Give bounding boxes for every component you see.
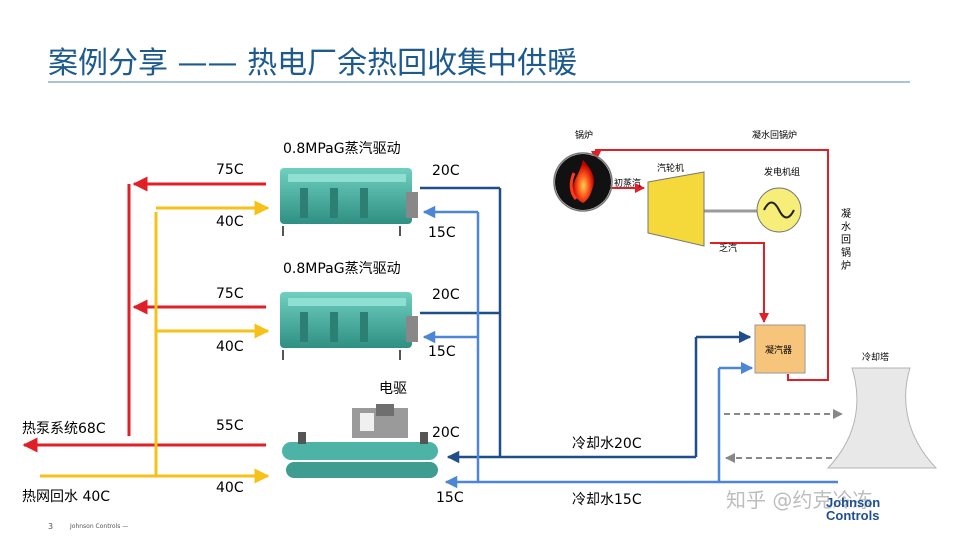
page-title: 案例分享 —— 热电厂余热回收集中供暖	[48, 46, 578, 81]
return-lines	[40, 200, 270, 484]
footer-company: Johnson Controls —	[70, 523, 129, 530]
unit2-outlet-temp: 75C	[216, 286, 244, 302]
condenser-label: 凝汽器	[765, 346, 793, 356]
unit2-cooling-in-temp: 15C	[428, 344, 456, 360]
unit3-cooling-out-temp: 20C	[432, 425, 460, 441]
initial-steam-label: 初蒸汽	[614, 179, 642, 189]
absorption-unit-2	[280, 292, 418, 360]
boiler-icon	[553, 152, 613, 212]
steam-unit-1-label: 0.8MPaG蒸汽驱动	[283, 141, 401, 157]
turbine-icon	[647, 171, 705, 247]
unit1-inlet-temp: 40C	[216, 214, 244, 230]
cooling-return-lines	[420, 186, 752, 464]
condensate-return-side-label: 凝水回锅炉	[841, 209, 851, 272]
electric-unit-label: 电驱	[379, 381, 407, 397]
unit1-cooling-out-temp: 20C	[432, 163, 460, 179]
generator-label: 发电机组	[764, 168, 801, 178]
exhaust-steam-label: 乏汽	[719, 244, 738, 254]
condenser-box	[754, 324, 806, 374]
generator-icon	[756, 187, 802, 233]
condensate-return-top-label: 凝水回锅炉	[752, 131, 798, 141]
unit3-outlet-temp: 55C	[216, 418, 244, 434]
heat-pump-supply-label: 热泵系统68C	[22, 421, 106, 437]
boiler-label: 锅炉	[575, 131, 594, 141]
page-number: 3	[48, 522, 54, 531]
watermark: 知乎 @约克冷冻	[726, 488, 873, 512]
unit2-cooling-out-temp: 20C	[432, 287, 460, 303]
johnson-controls-logo: Johnson Controls	[826, 496, 880, 522]
logo-line-1: Johnson	[826, 495, 881, 510]
logo-line-2: Controls	[826, 508, 880, 523]
tower-dashed-lines	[724, 409, 843, 463]
unit2-inlet-temp: 40C	[216, 339, 244, 355]
title-divider	[48, 81, 910, 83]
steam-lines	[591, 149, 829, 381]
unit1-outlet-temp: 75C	[216, 162, 244, 178]
cooling-tower-label: 冷却塔	[862, 353, 890, 363]
cooling-water-supply-label: 冷却水15C	[572, 492, 642, 508]
cooling-supply-lines	[422, 205, 838, 489]
electric-heat-pump-unit	[282, 404, 438, 478]
unit3-inlet-temp: 40C	[216, 480, 244, 496]
unit1-cooling-in-temp: 15C	[428, 225, 456, 241]
unit3-cooling-in-temp: 15C	[436, 490, 464, 506]
heat-network-return-label: 热网回水 40C	[22, 489, 111, 505]
absorption-unit-1	[280, 168, 418, 236]
turbine-label: 汽轮机	[657, 164, 685, 174]
steam-unit-2-label: 0.8MPaG蒸汽驱动	[283, 261, 401, 277]
cooling-water-return-label: 冷却水20C	[572, 436, 642, 452]
cooling-tower-icon	[826, 367, 938, 469]
